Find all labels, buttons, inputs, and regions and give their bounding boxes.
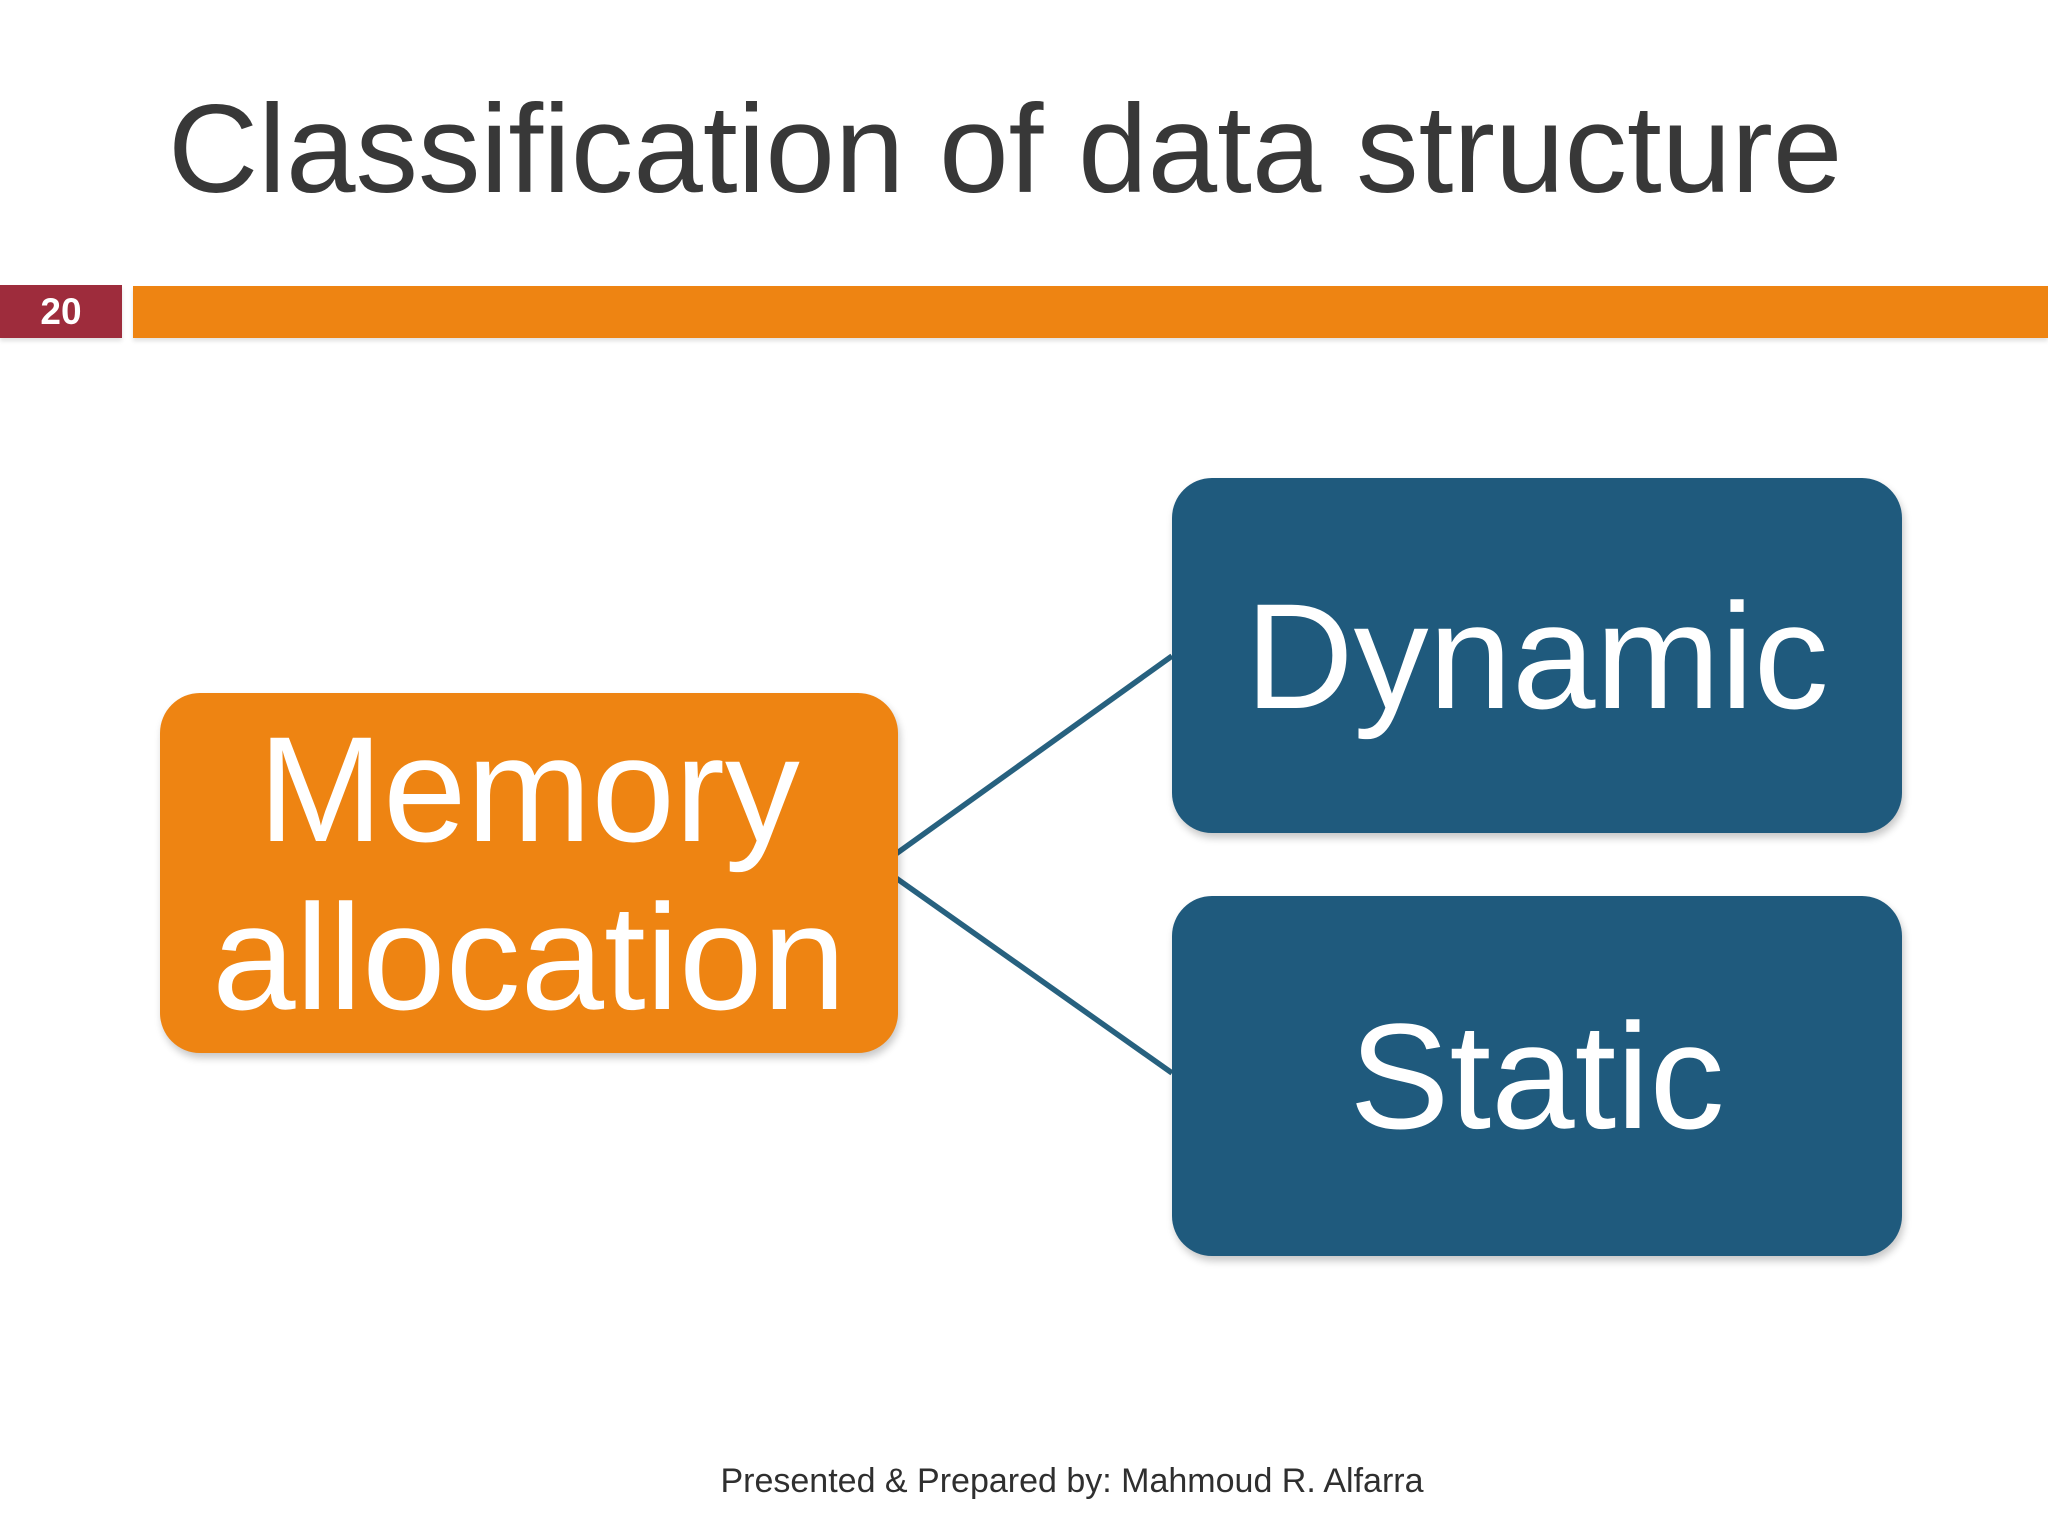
diagram-node-memory-allocation-label: Memory allocation	[212, 705, 846, 1041]
diagram-node-dynamic: Dynamic	[1172, 478, 1902, 833]
connector-line-static	[877, 863, 1174, 1076]
accent-bar	[133, 286, 2048, 338]
diagram-node-memory-allocation: Memory allocation	[160, 693, 898, 1053]
page-number-badge: 20	[0, 285, 122, 338]
diagram-node-static-label: Static	[1349, 992, 1725, 1160]
diagram-node-dynamic-label: Dynamic	[1245, 571, 1829, 740]
footer-credit: Presented & Prepared by: Mahmoud R. Alfa…	[720, 1462, 1424, 1500]
page-number: 20	[40, 290, 82, 332]
page-title: Classification of data structure	[168, 80, 1843, 219]
connector-line-dynamic	[877, 653, 1174, 869]
diagram-node-static: Static	[1172, 896, 1902, 1256]
